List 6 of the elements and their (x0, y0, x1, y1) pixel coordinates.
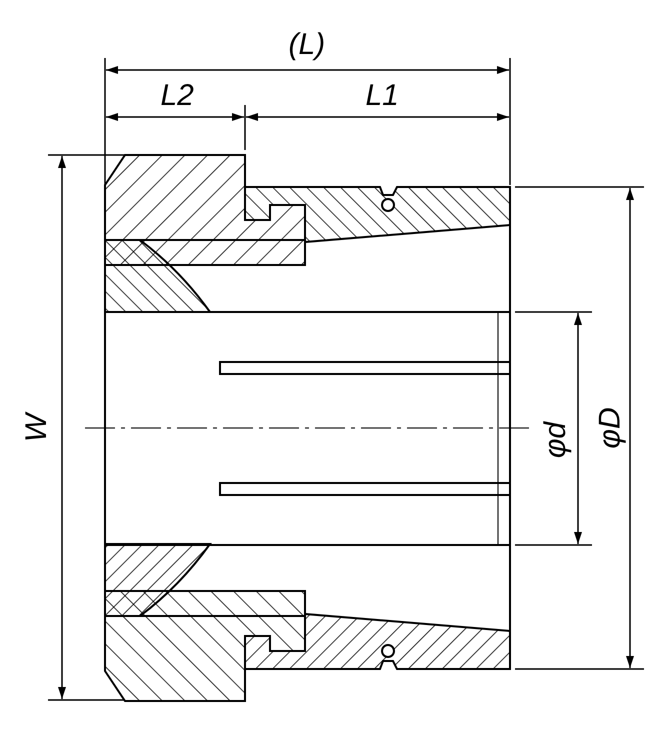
dimension-label: L1 (366, 81, 399, 111)
dimension-label: L2 (160, 81, 194, 111)
dimension-label: φd (541, 422, 572, 458)
dimension-label: W (22, 414, 52, 442)
dimension-label: (L) (288, 30, 326, 60)
dimension-label: φD (595, 407, 626, 449)
